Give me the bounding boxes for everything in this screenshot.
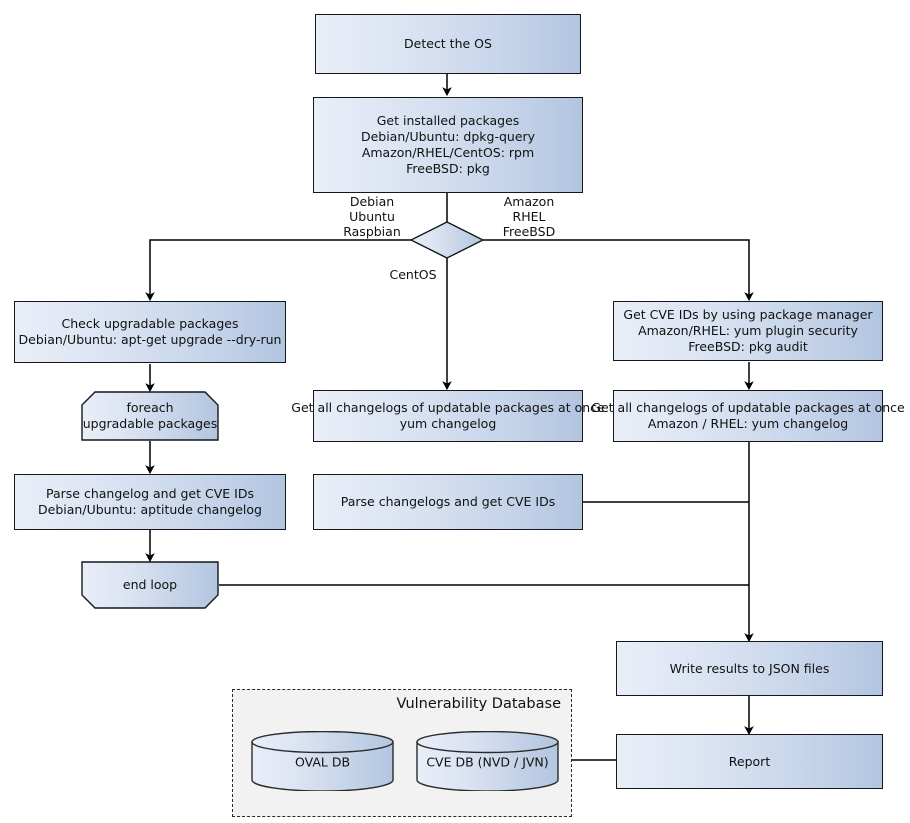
node-check-upgradable-packages[interactable]: Check upgradable packages Debian/Ubuntu:… — [14, 301, 286, 363]
node-parse-changelog-debian[interactable]: Parse changelog and get CVE IDs Debian/U… — [14, 474, 286, 530]
node-detect-os[interactable]: Detect the OS — [315, 14, 581, 74]
node-line: Get all changelogs of updatable packages… — [591, 400, 905, 415]
node-line: FreeBSD: pkg — [406, 161, 490, 176]
edge-label-line: FreeBSD — [502, 224, 556, 239]
node-line: Debian/Ubuntu: apt-get upgrade --dry-run — [18, 332, 282, 347]
node-line: Amazon/RHEL: yum plugin security — [638, 323, 858, 338]
cylinder-top — [251, 730, 394, 754]
edge-label-line: Ubuntu — [349, 209, 395, 224]
node-foreach-label: foreach upgradable packages — [81, 391, 219, 441]
loop-end-shape — [81, 561, 219, 609]
edge-label-right-branch: Amazon RHEL FreeBSD — [487, 194, 571, 239]
node-write-results-json[interactable]: Write results to JSON files — [616, 641, 883, 696]
node-foreach-upgradable-packages[interactable]: foreach upgradable packages — [81, 391, 219, 441]
decision-shape — [409, 221, 485, 259]
node-line: Get all changelogs of updatable packages… — [291, 400, 605, 415]
edge-label-line: Amazon — [503, 194, 555, 209]
node-get-cve-ids-package-manager[interactable]: Get CVE IDs by using package manager Ama… — [613, 301, 883, 361]
edge-label-line: Raspbian — [343, 224, 401, 239]
database-oval-db[interactable]: OVAL DB — [251, 730, 394, 792]
edge-label-line: RHEL — [512, 209, 546, 224]
node-line: Write results to JSON files — [669, 660, 830, 676]
node-report[interactable]: Report — [616, 734, 883, 789]
node-line: Report — [728, 753, 771, 769]
node-line: Debian/Ubuntu: dpkg-query — [360, 129, 536, 144]
node-line: Check upgradable packages — [61, 316, 239, 331]
edge-label-line: Debian — [349, 194, 395, 209]
node-os-decision[interactable] — [409, 221, 485, 259]
node-line: Parse changelogs and get CVE IDs — [340, 494, 556, 509]
node-line: Debian/Ubuntu: aptitude changelog — [38, 502, 262, 517]
node-detect-os-label: Detect the OS — [404, 36, 492, 51]
node-line: Get installed packages — [376, 113, 520, 128]
node-changelogs-amazon-rhel[interactable]: Get all changelogs of updatable packages… — [591, 390, 905, 442]
node-get-installed-packages[interactable]: Get installed packages Debian/Ubuntu: dp… — [313, 97, 583, 193]
node-line: upgradable packages — [82, 416, 218, 431]
node-end-loop[interactable]: end loop — [81, 561, 219, 609]
node-line: yum changelog — [399, 416, 497, 431]
database-cve-db-label: CVE DB (NVD / JVN) — [426, 754, 549, 770]
node-changelogs-centos[interactable]: Get all changelogs of updatable packages… — [291, 390, 605, 442]
node-line: Parse changelog and get CVE IDs — [46, 486, 254, 501]
node-end-loop-label: end loop — [122, 577, 178, 592]
node-parse-changelogs-centos[interactable]: Parse changelogs and get CVE IDs — [313, 474, 583, 530]
vulnerability-database-group: Vulnerability Database OVAL DB CVE DB (N… — [232, 689, 572, 817]
database-cve-db[interactable]: CVE DB (NVD / JVN) — [416, 730, 559, 792]
node-line: Amazon / RHEL: yum changelog — [647, 416, 849, 431]
cylinder-top — [416, 730, 559, 754]
loop-start-shape — [81, 391, 219, 441]
node-line: FreeBSD: pkg audit — [688, 339, 808, 354]
node-line: foreach — [126, 400, 174, 415]
vulnerability-database-title: Vulnerability Database — [396, 696, 561, 712]
edge-label-center-branch: CentOS — [389, 267, 437, 282]
node-line: Amazon/RHEL/CentOS: rpm — [361, 145, 535, 160]
database-oval-db-label: OVAL DB — [294, 754, 351, 770]
edge-label-left-branch: Debian Ubuntu Raspbian — [330, 194, 414, 239]
node-line: Get CVE IDs by using package manager — [623, 307, 873, 322]
